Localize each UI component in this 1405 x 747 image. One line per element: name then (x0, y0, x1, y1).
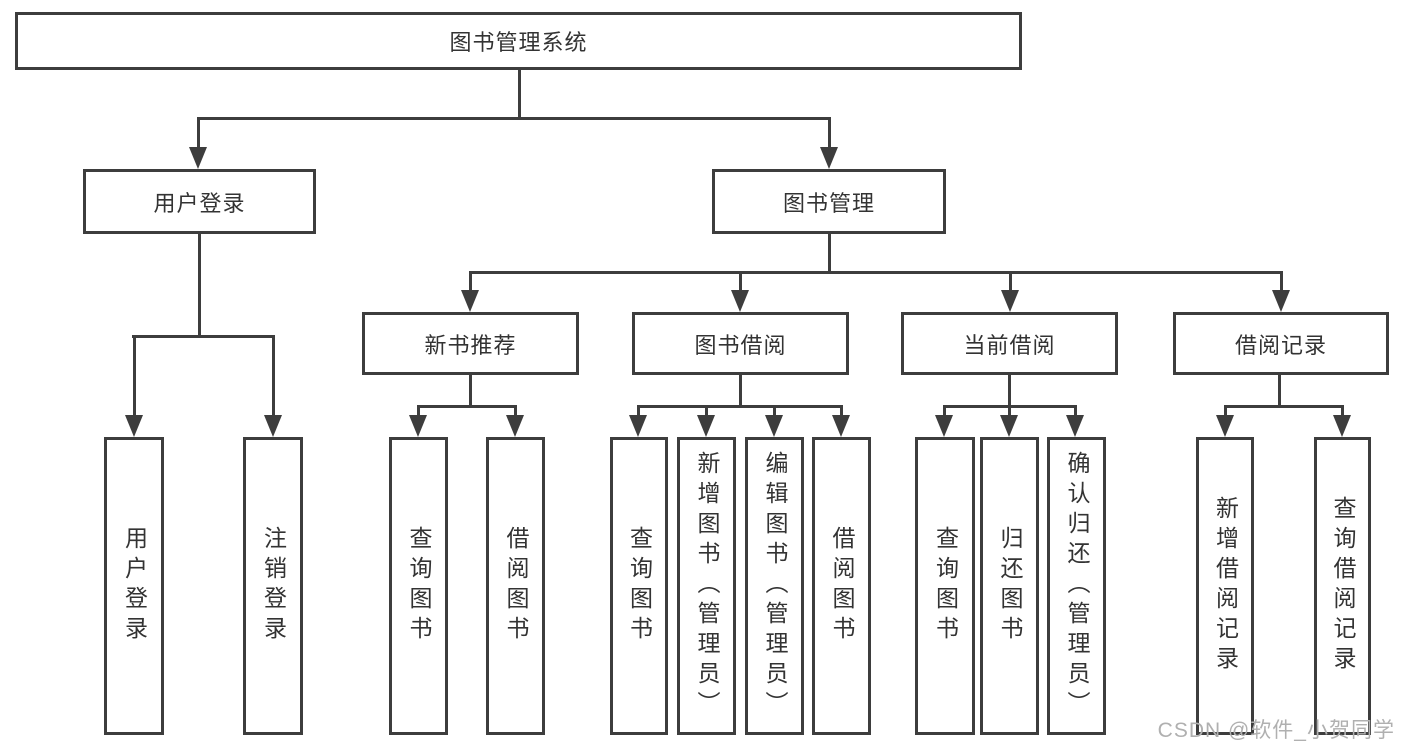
connector-line (1074, 405, 1077, 417)
leaf-query-books-borrowing: 查询图书 (610, 437, 668, 735)
connector-line (197, 117, 200, 149)
connector-line (828, 117, 831, 149)
connector-line (417, 405, 420, 417)
connector-line (469, 375, 472, 407)
node-book-borrowing-label: 图书借阅 (694, 332, 787, 358)
arrow-down-icon (935, 415, 953, 437)
connector-line (514, 405, 517, 417)
leaf-query-borrow-record: 查询借阅记录 (1314, 437, 1371, 735)
arrow-down-icon (832, 415, 850, 437)
arrow-down-icon (1272, 290, 1290, 312)
node-new-book-recommendation: 新书推荐 (362, 312, 579, 375)
connector-line (132, 335, 274, 338)
leaf-confirm-return-admin: 确认归还（管理员） (1047, 437, 1106, 735)
arrow-down-icon (264, 415, 282, 437)
leaf-logout: 注销登录 (243, 437, 303, 735)
leaf-edit-book-admin: 编辑图书（管理员） (745, 437, 804, 735)
leaf-borrow-books-recommend: 借阅图书 (486, 437, 545, 735)
arrow-down-icon (1216, 415, 1234, 437)
arrow-down-icon (765, 415, 783, 437)
leaf-query-books-recommend: 查询图书 (389, 437, 448, 735)
leaf-user-login-label: 用户登录 (121, 526, 148, 646)
leaf-add-borrow-record-label: 新增借阅记录 (1212, 496, 1239, 676)
arrow-down-icon (1066, 415, 1084, 437)
arrow-down-icon (506, 415, 524, 437)
connector-line (133, 335, 136, 415)
node-borrowing-records-label: 借阅记录 (1234, 332, 1327, 358)
node-borrowing-records: 借阅记录 (1173, 312, 1389, 375)
leaf-return-books-label: 归还图书 (997, 526, 1023, 646)
leaf-borrow-books-borrowing: 借阅图书 (812, 437, 871, 735)
connector-line (1280, 271, 1283, 291)
leaf-query-borrow-record-label: 查询借阅记录 (1330, 496, 1356, 676)
arrow-down-icon (409, 415, 427, 437)
node-current-borrowing-label: 当前借阅 (963, 332, 1056, 358)
connector-line (1341, 405, 1344, 417)
leaf-borrow-books-label: 借阅图书 (503, 526, 529, 646)
leaf-query-books-label: 查询图书 (932, 526, 959, 646)
arrow-down-icon (1333, 415, 1351, 437)
node-book-borrowing: 图书借阅 (632, 312, 849, 375)
arrow-down-icon (820, 147, 838, 169)
connector-line (840, 405, 843, 417)
connector-line (1224, 405, 1343, 408)
connector-line (637, 405, 640, 417)
connector-line (1009, 271, 1012, 291)
node-book-management-label: 图书管理 (782, 190, 875, 216)
connector-line (469, 271, 1283, 274)
arrow-down-icon (731, 290, 749, 312)
arrow-down-icon (189, 147, 207, 169)
connector-line (705, 405, 708, 417)
leaf-query-books-label: 查询图书 (626, 526, 653, 646)
node-library-system: 图书管理系统 (15, 12, 1022, 70)
leaf-user-login: 用户登录 (104, 437, 164, 735)
arrow-down-icon (1000, 415, 1018, 437)
connector-line (197, 117, 831, 120)
connector-line (1008, 375, 1011, 407)
connector-line (198, 234, 201, 337)
leaf-add-borrow-record: 新增借阅记录 (1196, 437, 1254, 735)
node-user-login: 用户登录 (83, 169, 316, 234)
leaf-query-books-label: 查询图书 (406, 526, 432, 646)
leaf-add-book-admin-label: 新增图书（管理员） (694, 451, 720, 721)
arrow-down-icon (697, 415, 715, 437)
connector-line (739, 375, 742, 407)
arrow-down-icon (1001, 290, 1019, 312)
leaf-return-books: 归还图书 (980, 437, 1039, 735)
connector-line (637, 405, 843, 408)
node-library-system-label: 图书管理系统 (449, 30, 588, 55)
arrow-down-icon (461, 290, 479, 312)
leaf-edit-book-admin-label: 编辑图书（管理员） (762, 451, 788, 721)
csdn-watermark: CSDN @软件_小贺同学 (1157, 719, 1395, 742)
connector-line (773, 405, 776, 417)
leaf-query-books-current: 查询图书 (915, 437, 975, 735)
leaf-logout-label: 注销登录 (260, 526, 287, 646)
connector-line (828, 234, 831, 274)
connector-line (943, 405, 946, 417)
connector-line (518, 70, 521, 119)
arrow-down-icon (629, 415, 647, 437)
node-current-borrowing: 当前借阅 (901, 312, 1118, 375)
connector-line (272, 335, 275, 415)
node-new-book-recommendation-label: 新书推荐 (424, 332, 517, 358)
connector-line (1278, 375, 1281, 407)
connector-line (417, 405, 517, 408)
arrow-down-icon (125, 415, 143, 437)
leaf-borrow-books-label: 借阅图书 (829, 526, 855, 646)
node-book-management: 图书管理 (712, 169, 946, 234)
leaf-confirm-return-admin-label: 确认归还（管理员） (1064, 451, 1090, 721)
connector-line (739, 271, 742, 291)
connector-line (1224, 405, 1227, 417)
node-user-login-label: 用户登录 (153, 190, 246, 216)
leaf-add-book-admin: 新增图书（管理员） (677, 437, 736, 735)
connector-line (469, 271, 472, 291)
connector-line (1008, 405, 1011, 417)
